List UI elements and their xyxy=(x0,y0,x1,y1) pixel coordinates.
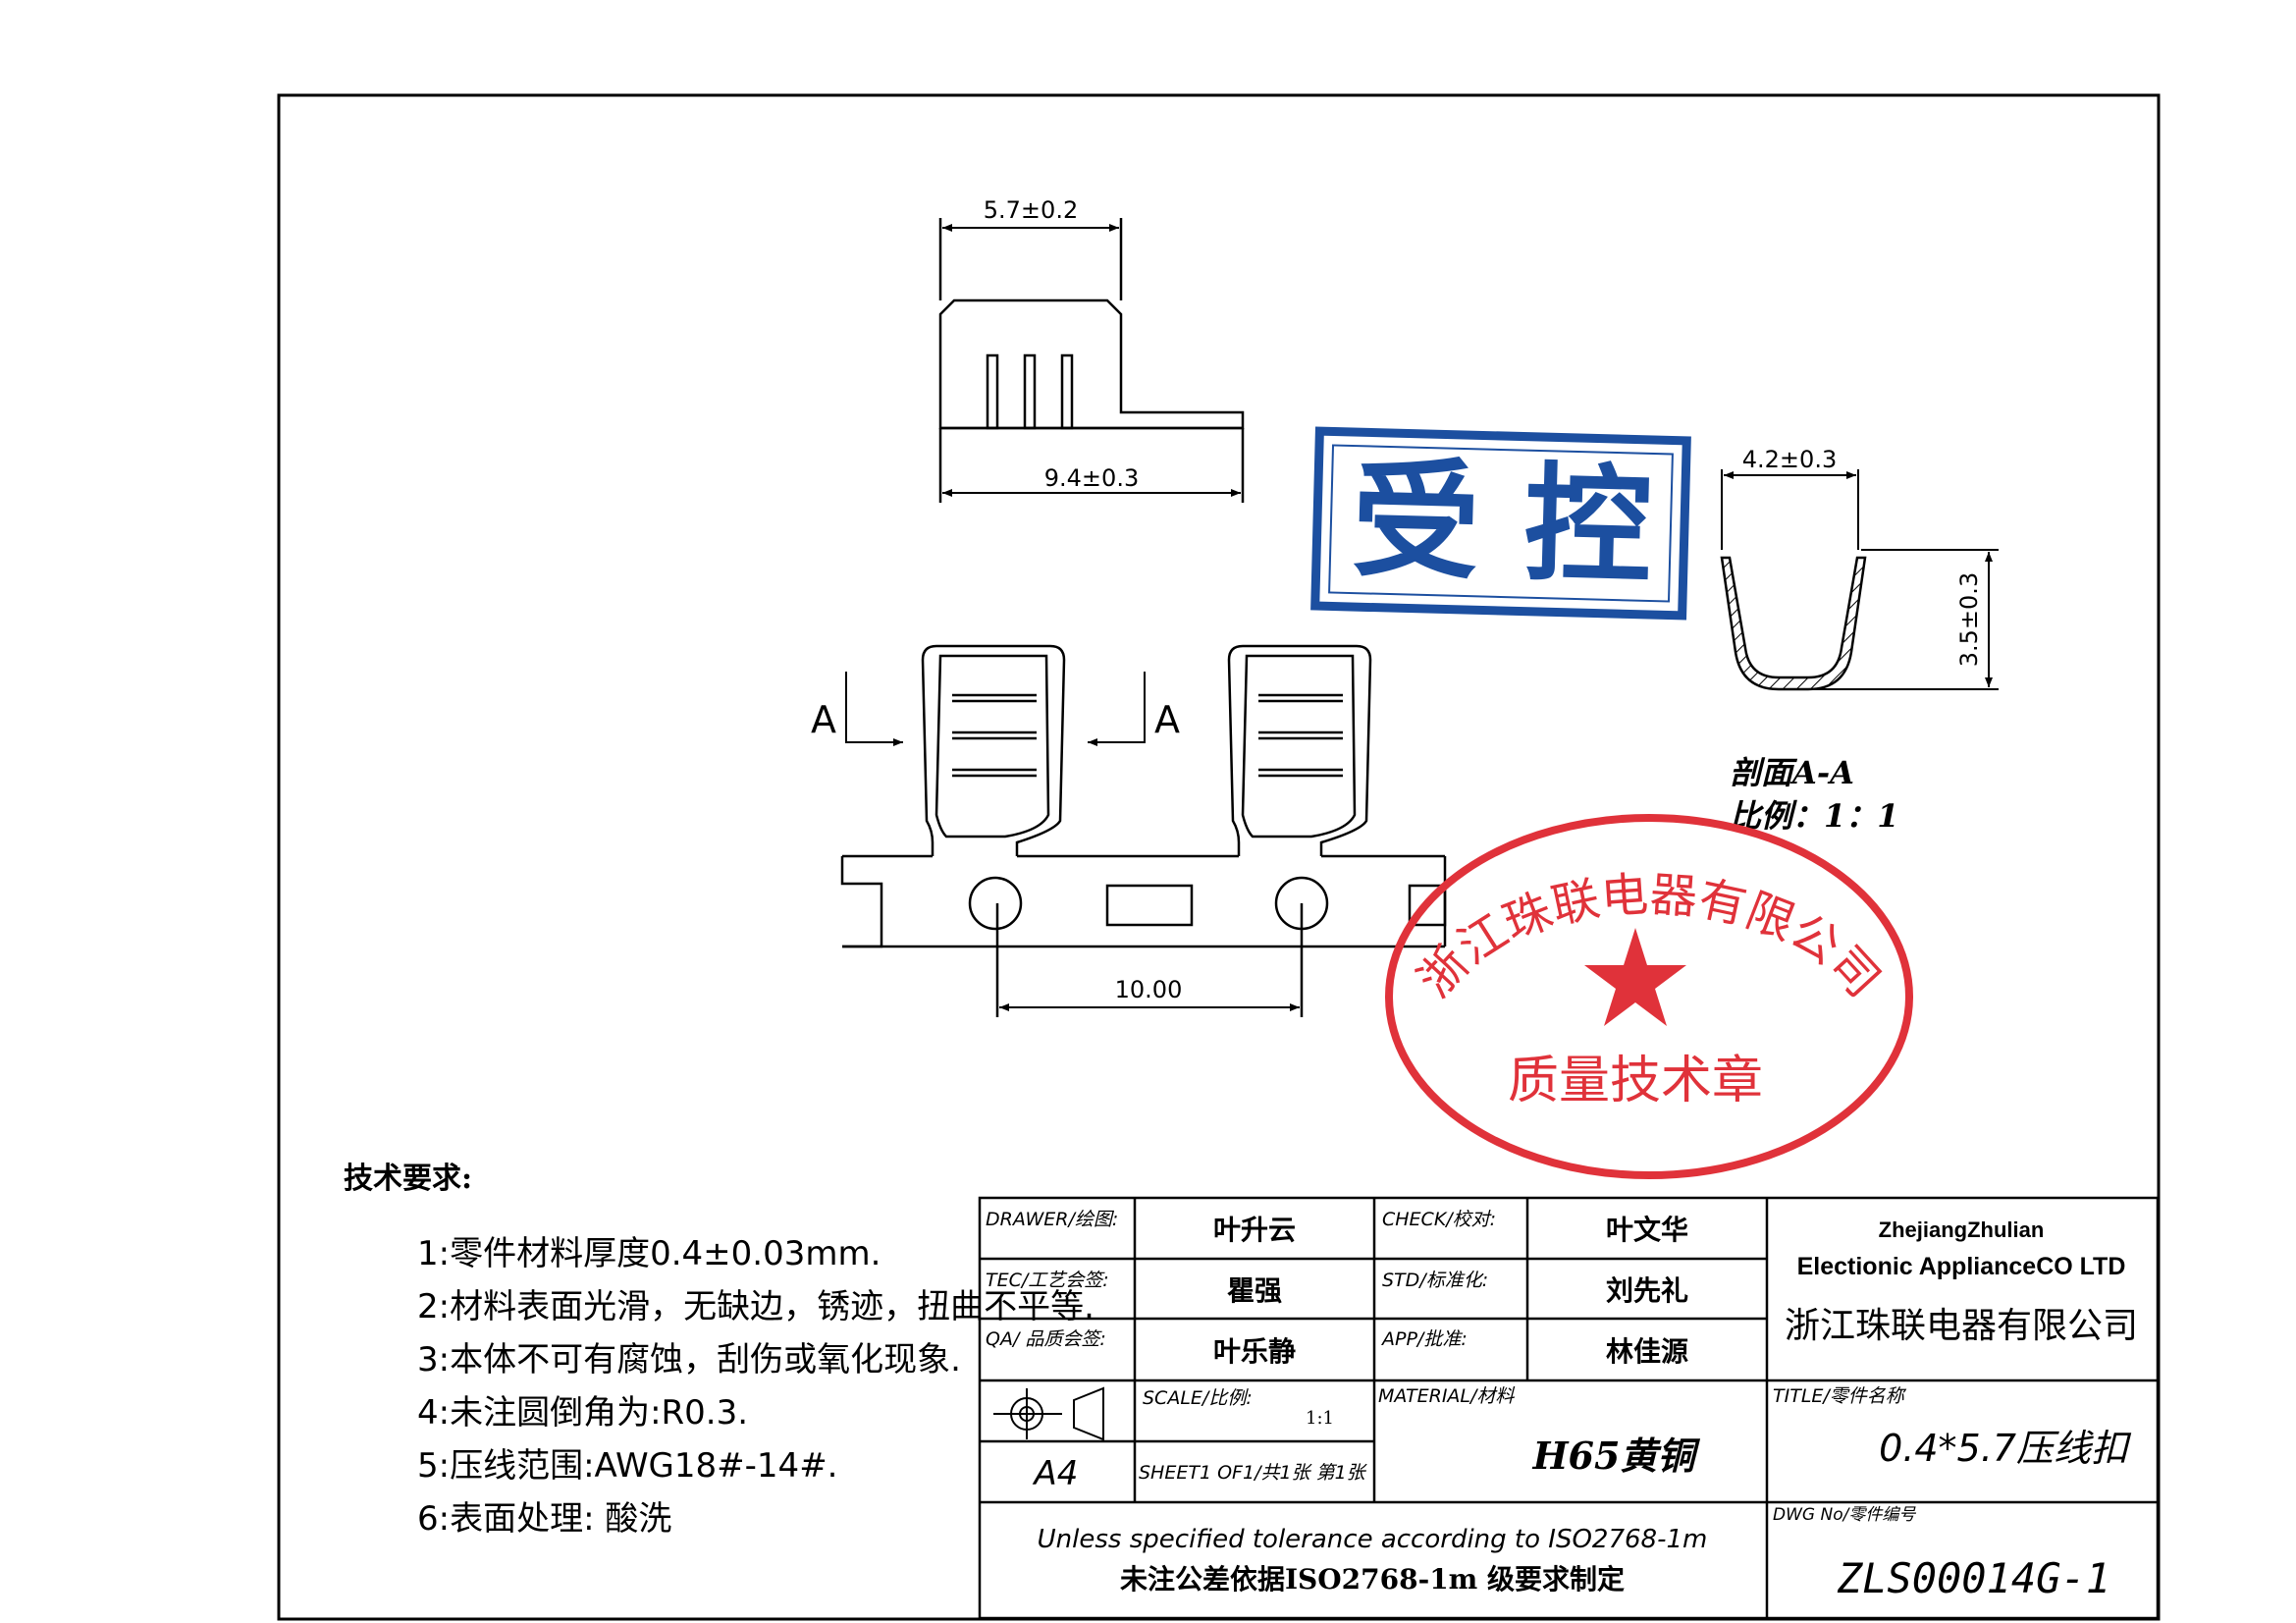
top-view xyxy=(938,218,1245,503)
title-label: TITLE/零件名称 xyxy=(1773,1385,1907,1407)
drawing-number: ZLS00014G-1 xyxy=(1837,1554,2110,1602)
app-name: 林佳源 xyxy=(1606,1335,1688,1368)
title-block xyxy=(978,1196,2160,1620)
strip-view xyxy=(840,644,1447,1017)
dim-section-width: 4.2±0.3 xyxy=(1742,446,1837,473)
section-scale: 比例：1：1 xyxy=(1730,797,1899,835)
tech-note-item: 5:压线范围:AWG18#-14#. xyxy=(417,1446,838,1486)
tolerance-note-cn: 未注公差依据ISO2768-1m 级要求制定 xyxy=(1120,1563,1625,1596)
std-label: STD/标准化: xyxy=(1382,1270,1488,1291)
part-title: 0.4*5.7压线扣 xyxy=(1879,1427,2132,1470)
section-view xyxy=(1720,469,1999,691)
seal-bottom-text: 质量技术章 xyxy=(1508,1052,1763,1110)
app-label: APP/批准: xyxy=(1380,1328,1468,1350)
qa-label: QA/ 品质会签: xyxy=(986,1328,1106,1350)
drawer-name: 叶升云 xyxy=(1213,1214,1296,1246)
dwg-label: DWG No/零件编号 xyxy=(1773,1505,1916,1525)
tech-notes-title: 技术要求: xyxy=(344,1162,473,1196)
tec-label: TEC/工艺会签: xyxy=(986,1270,1109,1291)
tech-note-item: 2:材料表面光滑，无缺边，锈迹，扭曲不平等. xyxy=(417,1287,1095,1326)
check-name: 叶文华 xyxy=(1606,1214,1688,1246)
drawer-label: DRAWER/绘图: xyxy=(986,1209,1118,1230)
section-mark-left: A xyxy=(811,698,836,741)
section-mark-right: A xyxy=(1154,698,1180,741)
tolerance-note-en: Unless specified tolerance according to … xyxy=(1038,1525,1708,1554)
section-title: 剖面A-A xyxy=(1730,754,1854,791)
tech-notes-list: 1:零件材料厚度0.4±0.03mm. 2:材料表面光滑，无缺边，锈迹，扭曲不平… xyxy=(417,1227,1095,1545)
check-label: CHECK/校对: xyxy=(1382,1209,1496,1230)
company-seal: 浙江珠联电器有限公司 质量技术章 xyxy=(1385,814,1913,1179)
tech-note-item: 4:未注圆倒角为:R0.3. xyxy=(417,1393,749,1433)
tec-name: 瞿强 xyxy=(1227,1274,1282,1307)
tech-note-item: 3:本体不可有腐蚀，刮伤或氧化现象. xyxy=(417,1340,961,1380)
tech-note-item: 1:零件材料厚度0.4±0.03mm. xyxy=(417,1234,881,1273)
std-name: 刘先礼 xyxy=(1606,1274,1688,1307)
qa-name: 叶乐静 xyxy=(1213,1335,1296,1368)
dim-top-width: 5.7±0.2 xyxy=(984,196,1078,224)
dim-total-length: 9.4±0.3 xyxy=(1044,464,1139,492)
material-value: H65黄铜 xyxy=(1532,1434,1701,1478)
dim-section-height: 3.5±0.3 xyxy=(1955,572,1983,667)
company-name-cn: 浙江珠联电器有限公司 xyxy=(1785,1306,2138,1346)
paper-size: A4 xyxy=(1033,1454,1079,1493)
tech-note-item: 6:表面处理: 酸洗 xyxy=(417,1499,672,1539)
scale-value: 1:1 xyxy=(1306,1408,1334,1429)
material-label: MATERIAL/材料 xyxy=(1378,1385,1515,1407)
dim-pitch: 10.00 xyxy=(1115,976,1183,1003)
scale-label: SCALE/比例: xyxy=(1143,1387,1253,1409)
sheet-info: SHEET1 OF1/共1张 第1张 xyxy=(1139,1462,1368,1484)
controlled-stamp-text: 受 控 xyxy=(1350,445,1653,602)
controlled-stamp: 受 控 xyxy=(1310,426,1691,621)
seal-star-icon xyxy=(1584,928,1686,1026)
projection-symbol-icon xyxy=(993,1386,1104,1441)
company-name-en-2: Electionic ApplianceCO LTD xyxy=(1797,1253,2126,1280)
company-name-en-1: ZhejiangZhulian xyxy=(1879,1217,2045,1242)
